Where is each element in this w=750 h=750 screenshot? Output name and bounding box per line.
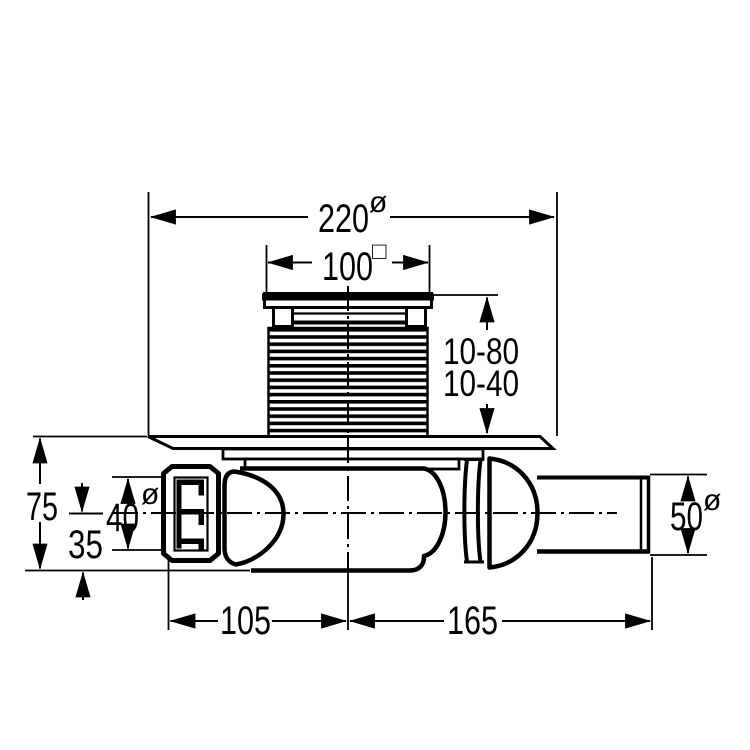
dim-total-height (25, 435, 250, 572)
dim-outlet-diameter (650, 473, 707, 556)
diameter-symbol: ø (141, 478, 159, 511)
ring-left-edge (462, 459, 469, 562)
dim-label-10-80: 10-80 (443, 331, 519, 372)
flange-step-1 (221, 447, 485, 461)
dim-label-220: 220 (318, 197, 369, 241)
dim-outlet-depth (69, 483, 103, 600)
nut-rib-hook (198, 479, 204, 496)
inlet-dome (222, 469, 286, 567)
nut-rib-hook (198, 509, 204, 525)
nut-rib (176, 509, 204, 515)
diameter-symbol: ø (703, 484, 721, 517)
part-trap-body (222, 466, 448, 573)
nut-rib (176, 479, 204, 485)
part-flange (147, 435, 557, 471)
dim-label-100: 100 (322, 245, 373, 289)
dim-label-50: 50 (670, 495, 703, 539)
dim-inlet-diameter (112, 476, 168, 551)
dim-label-165: 165 (447, 599, 498, 643)
trap-body-outline (240, 466, 448, 573)
part-clamp-ring (462, 458, 484, 564)
nut-rib (176, 538, 204, 544)
dim-adjust-range (432, 294, 498, 435)
ring-right-edge (475, 459, 483, 562)
dim-label-75: 75 (26, 485, 58, 529)
dim-label-105: 105 (220, 599, 271, 643)
nut-rib-hook (198, 538, 204, 551)
flange-plate (147, 435, 557, 450)
square-symbol: □ (372, 238, 387, 265)
dim-label-40: 40 (106, 496, 139, 540)
dim-label-10-40: 10-40 (443, 363, 519, 404)
dim-center-to-outlet (348, 557, 653, 630)
dim-label-35: 35 (68, 523, 103, 567)
dim-grate-size (265, 245, 431, 292)
diameter-symbol: ø (369, 186, 387, 219)
dim-inlet-to-center (167, 556, 348, 630)
part-outlet-pipe (537, 475, 651, 554)
frame-clip-right (405, 306, 427, 328)
frame-clip-left (272, 306, 294, 328)
dim-outer-diameter (147, 192, 558, 436)
